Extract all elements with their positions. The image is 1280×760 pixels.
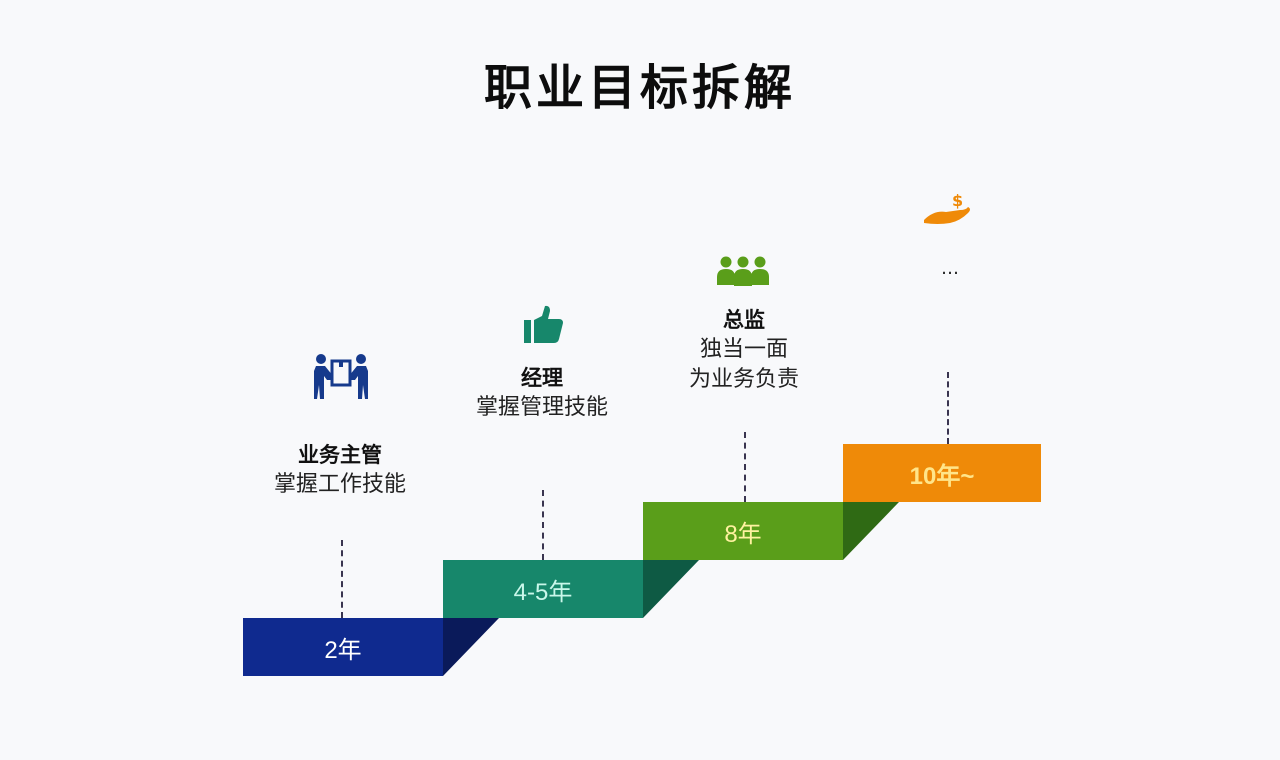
- step-1-label: 业务主管 掌握工作技能: [240, 440, 440, 500]
- step-3-shadow: [843, 502, 899, 560]
- step-10-years-plus: 10年~: [843, 444, 1041, 502]
- people-carrying-box-icon: [314, 354, 368, 399]
- connector-line-1: [341, 540, 343, 618]
- step-years-label: 4-5年: [513, 578, 573, 606]
- diagram-title: 职业目标拆解: [483, 60, 796, 116]
- role-description: 掌握管理技能: [475, 395, 608, 420]
- connector-line-3: [744, 432, 746, 502]
- step-years-label: 10年~: [909, 462, 975, 490]
- role-description: 独当一面: [699, 337, 788, 362]
- svg-text:$: $: [952, 191, 963, 210]
- step-4-5-years: 4-5年: [443, 560, 643, 618]
- role-title: 总监: [723, 308, 765, 332]
- step-8-years: 8年: [643, 502, 843, 560]
- thumbs-up-icon: [524, 305, 563, 343]
- step-1-shadow: [443, 618, 499, 676]
- step-3-label: 总监 独当一面 为业务负责: [644, 305, 844, 395]
- role-title: 经理: [521, 366, 563, 390]
- step-2-years: 2年: [243, 618, 443, 676]
- step-2-shadow: [643, 560, 699, 618]
- step-years-label: 8年: [724, 520, 762, 548]
- connector-line-2: [542, 490, 544, 560]
- role-title: 业务主管: [298, 443, 382, 467]
- team-group-icon: [717, 256, 769, 286]
- step-years-label: 2年: [324, 636, 362, 664]
- step-4-label: …: [900, 254, 1000, 284]
- hand-with-coin-icon: $: [924, 191, 970, 224]
- step-2-label: 经理 掌握管理技能: [442, 363, 642, 423]
- role-description: 为业务负责: [688, 367, 799, 392]
- ellipsis-text: …: [941, 258, 959, 279]
- connector-line-4: [947, 372, 949, 444]
- role-description: 掌握工作技能: [273, 472, 406, 497]
